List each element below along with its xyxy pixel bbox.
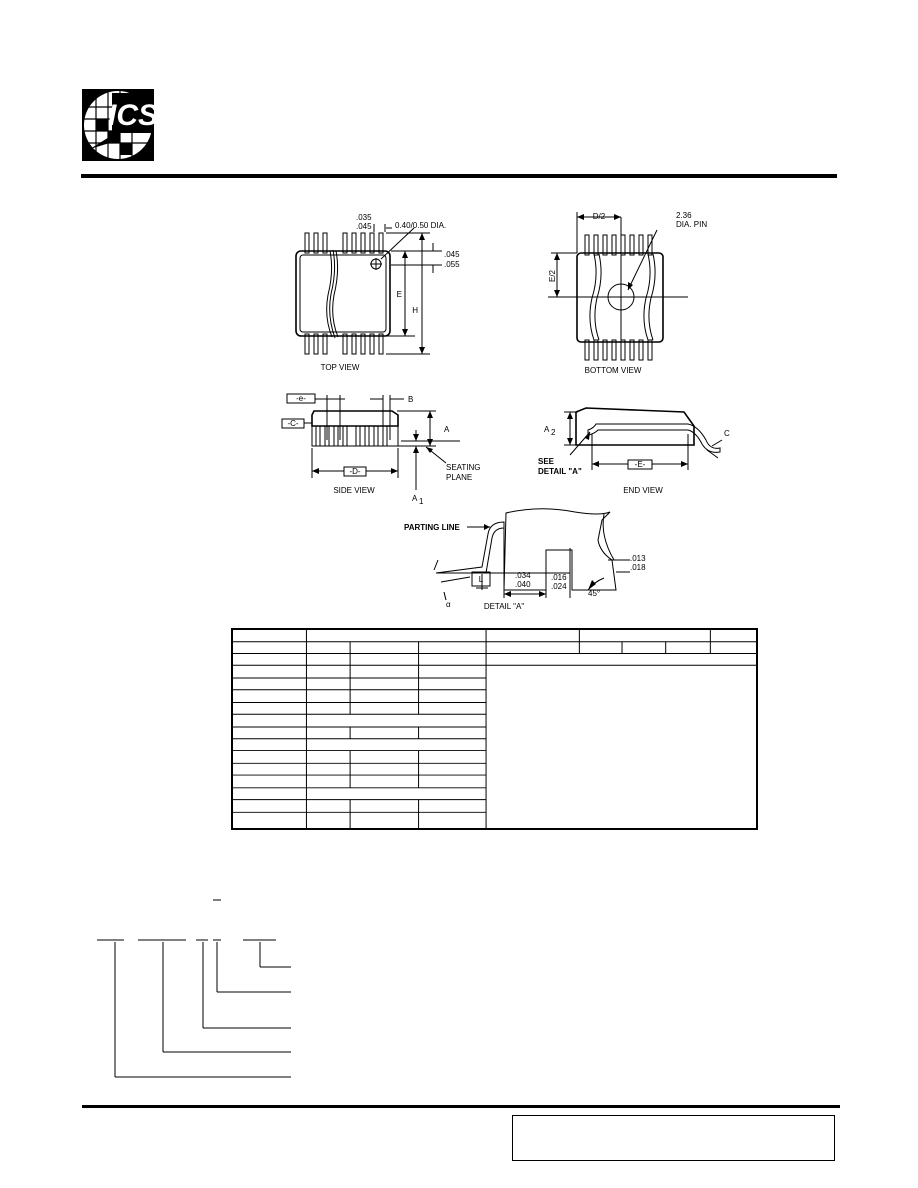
label-a2: A [544, 425, 550, 434]
dim1-top: .034 [515, 571, 531, 580]
end-view-lead [587, 423, 721, 453]
label-a1-sub: 1 [419, 497, 424, 506]
mark-dim-top: .045 [444, 250, 460, 259]
see-detail-line2: DETAIL "A" [538, 467, 582, 476]
label-c-end: C [724, 429, 730, 438]
alpha-label: α [446, 600, 451, 609]
bottom-view: D/2 E/2 2.36 DIA. PIN BOTTOM VIEW [548, 211, 707, 375]
detail-a: α PARTING LINE L .034 .040 .016 .024 .01… [404, 508, 646, 611]
dim2-bottom: .024 [551, 582, 567, 591]
ics-logo: ICS [82, 89, 154, 161]
label-e: E [397, 290, 402, 299]
top-view-body [295, 250, 391, 337]
label-pitch-e: -e- [296, 394, 306, 403]
mark-dim-bottom: .055 [444, 260, 460, 269]
top-view-caption: TOP VIEW [321, 363, 360, 372]
dimension-table [231, 628, 758, 830]
label-a1: A [412, 494, 418, 503]
pin-dia-line2: DIA. PIN [676, 220, 707, 229]
dia-label: 0.40/0.50 DIA. [395, 221, 446, 230]
angle-45: 45° [588, 589, 600, 598]
side-view-caption: SIDE VIEW [333, 486, 375, 495]
label-e2: E/2 [548, 269, 557, 282]
pin-pitch-bottom: .045 [356, 222, 372, 231]
detail-lead [435, 521, 505, 574]
label-d-datum: -D- [349, 467, 360, 476]
seating-plane-line1: SEATING [446, 463, 481, 472]
see-detail-line1: SEE [538, 457, 555, 466]
label-b: B [408, 395, 413, 404]
parting-line-label: PARTING LINE [404, 523, 461, 532]
end-view-body [575, 407, 695, 446]
header-rule [81, 174, 837, 178]
label-c-datum: -C- [287, 419, 298, 428]
label-a2-sub: 2 [551, 428, 556, 437]
pin-dia-line1: 2.36 [676, 211, 692, 220]
side-view: -e- B -C- A A 1 SEATING [281, 393, 481, 506]
label-h: H [412, 306, 418, 315]
label-d2: D/2 [593, 212, 606, 221]
bottom-view-leads [584, 234, 653, 361]
top-view-leads [304, 232, 384, 355]
bottom-view-caption: BOTTOM VIEW [585, 366, 642, 375]
end-view-caption: END VIEW [623, 486, 663, 495]
top-view: .035 .045 0.40/0.50 DIA. .045 .055 E H T… [295, 213, 460, 372]
detail-caption: DETAIL "A" [484, 602, 525, 611]
pin-pitch-top: .035 [356, 213, 372, 222]
dim3-bottom: .018 [630, 563, 646, 572]
footer-box [512, 1115, 835, 1161]
dim3-top: .013 [630, 554, 646, 563]
seating-plane-line2: PLANE [446, 473, 472, 482]
footer-rule [82, 1105, 840, 1108]
end-view: A 2 C -E- SEE DETAIL "A" END VIEW [538, 407, 730, 495]
label-e-datum: -E- [635, 460, 646, 469]
logo-text: ICS [108, 99, 154, 132]
dim1-bottom: .040 [515, 580, 531, 589]
dim2-top: .016 [551, 573, 567, 582]
label-l: L [479, 575, 484, 584]
detail-body [503, 508, 617, 591]
label-a: A [444, 425, 450, 434]
